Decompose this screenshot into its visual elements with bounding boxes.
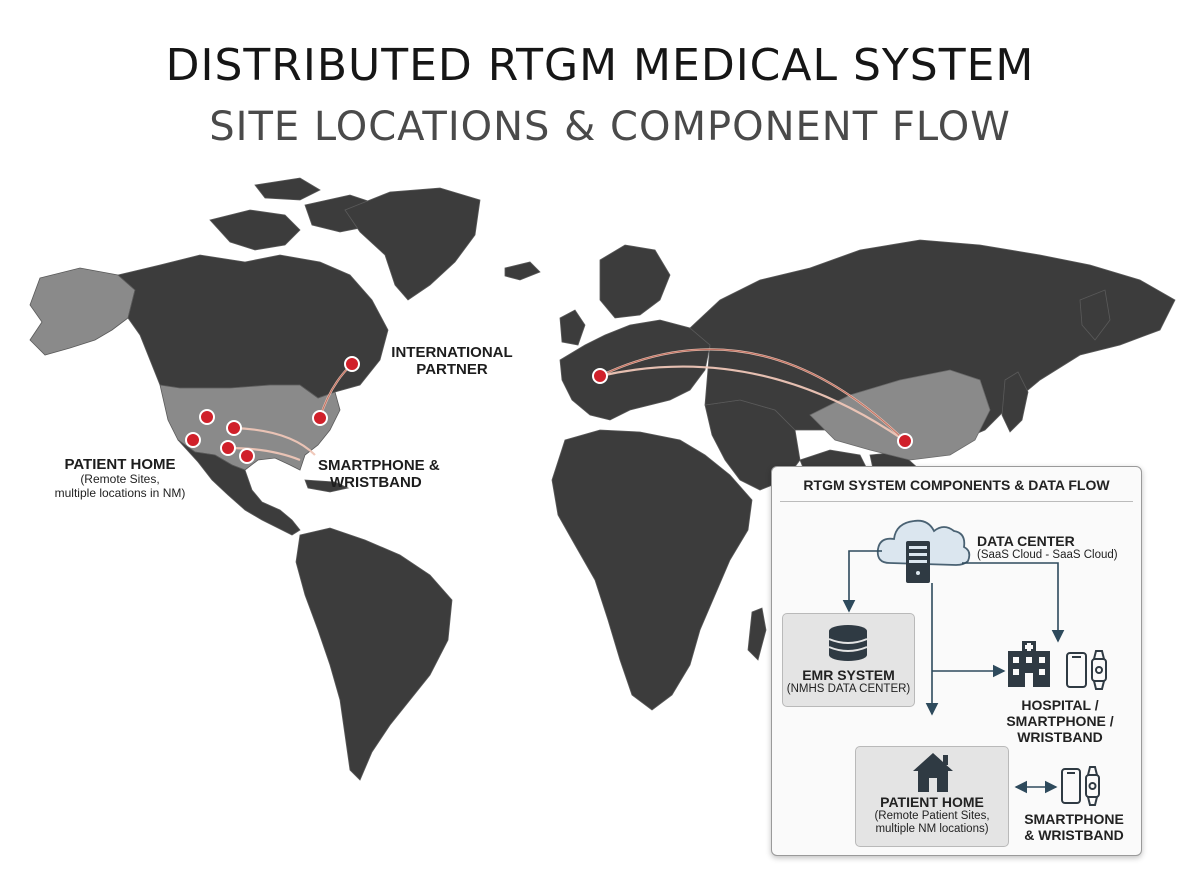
china-region	[809, 369, 991, 461]
uk-landmass	[504, 261, 586, 346]
japan-landmass	[1001, 371, 1029, 433]
marker-nm-3	[185, 432, 201, 448]
label-smartphone-wristband: SMARTPHONE & WRISTBAND	[318, 457, 458, 492]
scandinavia-landmass	[599, 244, 671, 319]
arc-europe-china-lower	[599, 365, 906, 442]
page-title: DISTRIBUTED RTGM MEDICAL SYSTEM	[165, 40, 1035, 91]
marker-nm-5	[239, 448, 255, 464]
marker-china	[897, 433, 913, 449]
hospital-line3: WRISTBAND	[1017, 729, 1103, 746]
panel-title: RTGM SYSTEM COMPONENTS & DATA FLOW	[803, 477, 1110, 493]
cloud-server-icon	[876, 519, 971, 583]
home-devices-line2: & WRISTBAND	[1024, 827, 1124, 844]
flow-diagram	[828, 519, 1107, 806]
smartphone-icon-home	[1061, 768, 1081, 804]
patient-home-line1: (Remote Patient Sites,	[874, 810, 990, 823]
arc-us-home-1	[233, 426, 316, 456]
mexico-landmass	[177, 439, 301, 536]
label-patient-home: PATIENT HOME (Remote Sites, multiple loc…	[30, 456, 210, 501]
label-international-line1: INTERNATIONAL	[391, 344, 513, 361]
data-center-title: DATA CENTER	[977, 533, 1075, 549]
wristband-icon-home	[1085, 766, 1100, 806]
africa-landmass	[551, 429, 753, 711]
marker-international-canada	[344, 356, 360, 372]
marker-europe	[592, 368, 608, 384]
marker-nm-1	[199, 409, 215, 425]
home-devices-line1: SMARTPHONE	[1024, 811, 1124, 827]
patient-home-title: PATIENT HOME	[880, 794, 984, 810]
hospital-icon	[1008, 641, 1050, 687]
marker-nm-4	[220, 440, 236, 456]
home-devices-label: SMARTPHONE & WRISTBAND	[1018, 811, 1130, 843]
hospital-line2: SMARTPHONE /	[1006, 713, 1114, 730]
database-icon	[828, 625, 868, 661]
wristband-icon	[1091, 650, 1107, 690]
label-patient-home-line1: (Remote Sites,	[80, 472, 160, 487]
data-center-sub: (SaaS Cloud - SaaS Cloud)	[977, 549, 1118, 562]
label-smartphone-line1: SMARTPHONE &	[318, 457, 440, 474]
patient-home-label: PATIENT HOME (Remote Patient Sites, mult…	[855, 794, 1009, 837]
marker-east-coast	[312, 410, 328, 426]
patient-home-line2: multiple NM locations)	[875, 823, 989, 836]
emr-sub: (NMHS DATA CENTER)	[786, 683, 911, 696]
madagascar-landmass	[747, 607, 767, 661]
marker-nm-2	[226, 420, 242, 436]
caribbean-islands	[304, 479, 350, 493]
smartphone-icon	[1066, 652, 1087, 688]
hospital-line1: HOSPITAL /	[1021, 697, 1099, 713]
page-subtitle: SITE LOCATIONS & COMPONENT FLOW	[209, 104, 1011, 150]
label-international-line2: PARTNER	[416, 361, 488, 379]
site-markers	[185, 356, 913, 464]
alaska-landmass	[29, 267, 136, 356]
label-patient-home-title: PATIENT HOME	[64, 456, 176, 473]
kamchatka-landmass	[1079, 289, 1111, 341]
data-center-label: DATA CENTER (SaaS Cloud - SaaS Cloud)	[977, 533, 1137, 562]
emr-title: EMR SYSTEM	[802, 667, 895, 683]
house-icon	[913, 753, 953, 792]
canada-landmass	[117, 254, 389, 399]
panel-divider	[780, 501, 1133, 502]
components-panel: RTGM SYSTEM COMPONENTS & DATA FLOW	[771, 466, 1142, 856]
arrow-cloud-to-emr	[842, 550, 882, 613]
hospital-label: HOSPITAL / SMARTPHONE / WRISTBAND	[1000, 697, 1120, 745]
emr-label: EMR SYSTEM (NMHS DATA CENTER)	[782, 667, 915, 696]
asia-landmass	[689, 239, 1176, 451]
south-america-landmass	[295, 527, 453, 781]
greenland-landmass	[344, 187, 481, 301]
label-patient-home-line2: multiple locations in NM)	[54, 486, 186, 501]
label-international-partner: INTERNATIONAL PARTNER	[382, 344, 522, 379]
arrow-cloud-to-hospital	[962, 562, 1065, 643]
label-smartphone-line2: WRISTBAND	[330, 474, 422, 492]
